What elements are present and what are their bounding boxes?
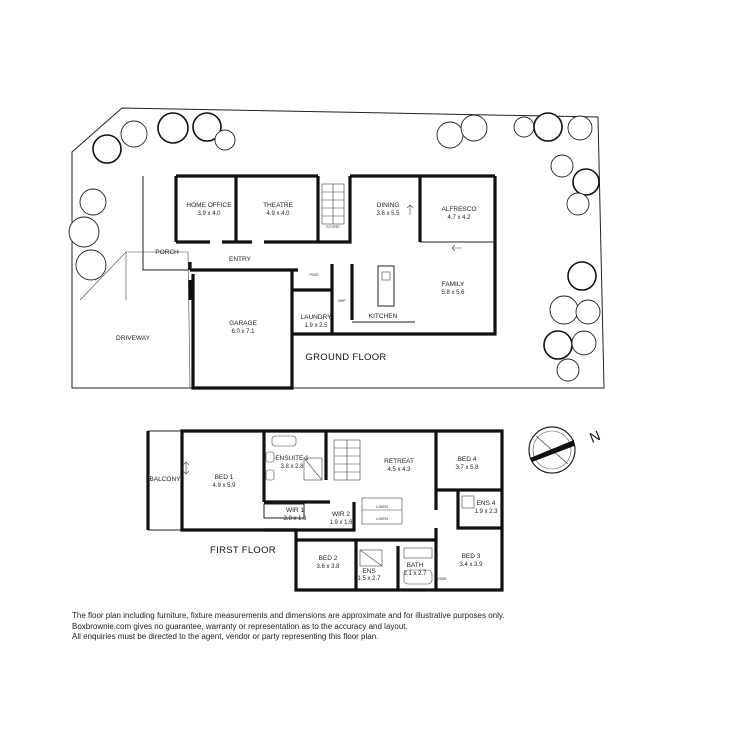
linen-b-label: LINEN xyxy=(376,516,388,521)
garage-label: GARAGE xyxy=(229,320,257,327)
disclaimer-line-2: Boxbrownie.com gives no guarantee, warra… xyxy=(72,621,408,631)
dining-dims: 3.6 x 5.5 xyxy=(376,211,400,217)
driveway-label: DRIVEWAY xyxy=(116,335,151,342)
first-floor-title: FIRST FLOOR xyxy=(210,545,276,556)
first-floor-walls xyxy=(146,429,504,592)
ens-label: ENS xyxy=(362,568,376,575)
disclaimer-line-1: The floor plan including furniture, fixt… xyxy=(72,611,505,620)
slide-arrow xyxy=(406,204,414,215)
bed1-dims: 4.9 x 5.9 xyxy=(212,483,236,489)
ground-floor-title: GROUND FLOOR xyxy=(305,352,386,363)
bed2-label: BED 2 xyxy=(319,555,338,562)
bed2-dims: 3.6 x 3.8 xyxy=(316,564,340,570)
theatre-label: THEATRE xyxy=(263,202,294,209)
balcony-label: BALCONY xyxy=(149,476,181,483)
retreat-dims: 4.5 x 4.3 xyxy=(387,467,411,473)
bath-label: BATH xyxy=(407,562,424,569)
ens4-label: ENS 4 xyxy=(477,500,496,507)
bed3-dims: 3.4 x 3.9 xyxy=(459,562,483,568)
porch-label: PORCH xyxy=(155,249,179,256)
entry-label: ENTRY xyxy=(229,256,252,263)
wir2-dims: 1.9 x 1.6 xyxy=(329,520,353,526)
ground-labels: HOME OFFICE 3.9 x 4.0 THEATRE 4.9 x 4.0 … xyxy=(116,202,477,363)
bed3-label: BED 3 xyxy=(462,553,481,560)
home-office-dims: 3.9 x 4.0 xyxy=(197,211,221,217)
driveway-outline xyxy=(79,251,191,389)
balcony-door-arrow xyxy=(182,461,190,475)
first-fixtures xyxy=(263,435,475,585)
home-office-label: HOME OFFICE xyxy=(186,202,232,209)
store-label: STORE xyxy=(326,224,340,229)
alfresco-label: ALFRESCO xyxy=(441,206,476,213)
linen-a-label: LINEN xyxy=(376,504,388,509)
wip-label: WIP xyxy=(338,298,346,303)
disclaimer-line-3: All enquiries must be directed to the ag… xyxy=(72,632,379,641)
ensuite1-dims: 3.8 x 2.8 xyxy=(280,464,304,470)
disclaimer: The floor plan including furniture, fixt… xyxy=(72,611,505,643)
compass-north-label: N xyxy=(587,427,602,446)
ens4-dims: 1.9 x 2.3 xyxy=(474,509,498,515)
first-labels: BED 1 4.9 x 5.9 BALCONY ENSUITE 1 3.8 x … xyxy=(149,455,498,582)
ens-dims: 1.5 x 2.7 xyxy=(357,576,381,582)
compass: N xyxy=(528,426,603,474)
wir1-dims: 3.8 x 1.6 xyxy=(283,516,307,522)
garage-dims: 6.0 x 7.1 xyxy=(231,329,255,335)
ensuite1-label: ENSUITE 1 xyxy=(275,455,309,462)
bath-dims: 2.1 x 2.7 xyxy=(403,571,427,577)
trees xyxy=(68,112,601,382)
dining-label: DINING xyxy=(377,202,400,209)
north-arrow-icon xyxy=(530,440,574,462)
alfresco-dims: 4.7 x 4.2 xyxy=(447,215,471,221)
bed1-label: BED 1 xyxy=(215,474,234,481)
theatre-dims: 4.9 x 4.0 xyxy=(266,211,290,217)
first-stair xyxy=(333,439,361,481)
lot-boundary xyxy=(71,107,605,389)
bed4-label: BED 4 xyxy=(458,456,477,463)
family-label: FAMILY xyxy=(442,281,465,288)
bed4-dims: 3.7 x 5.8 xyxy=(455,465,479,471)
ground-floor-walls xyxy=(142,174,497,390)
retreat-label: RETREAT xyxy=(384,458,414,465)
slide-arrow-2 xyxy=(451,244,462,252)
robe-label: ROBE xyxy=(435,576,447,581)
family-dims: 5.8 x 5.6 xyxy=(441,290,465,296)
laundry-dims: 1.9 x 2.5 xyxy=(304,323,328,329)
ground-stair xyxy=(321,183,345,225)
kitchen-fixtures xyxy=(352,265,415,323)
kitchen-label: KITCHEN xyxy=(369,313,398,320)
wir1-label: WIR 1 xyxy=(286,507,304,514)
laundry-label: LAUNDRY xyxy=(301,314,333,321)
pwd-label: PWD xyxy=(309,272,318,277)
wir2-label: WIR 2 xyxy=(332,511,350,518)
